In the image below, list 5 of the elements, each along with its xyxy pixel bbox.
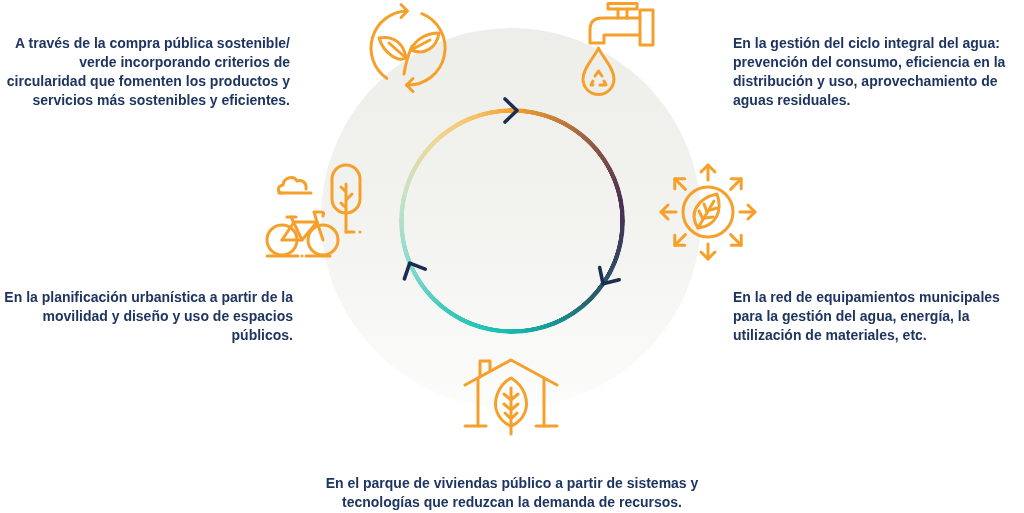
description-text: En el parque de viviendas público a partir de sistemas y tecnologías que reduzcan la demanda de recursos.	[324, 474, 700, 512]
description-text: En la gestión del ciclo integral del agua: prevención del consumo, eficiencia en la distribución y uso, aprovechamiento de aguas residuales.	[733, 34, 1007, 110]
description-text: A través de la compra pública sostenible/ verde incorporando criterios de circularidad que fomenten los productos y servicios más sostenibles y eficientes.	[5, 34, 290, 110]
description-text: En la red de equipamientos municipales para la gestión del agua, energía, la utilización de materiales, etc.	[733, 288, 1001, 345]
description-text: En la planificación urbanística a partir de la movilidad y diseño y uso de espacios públicos.	[3, 288, 293, 345]
